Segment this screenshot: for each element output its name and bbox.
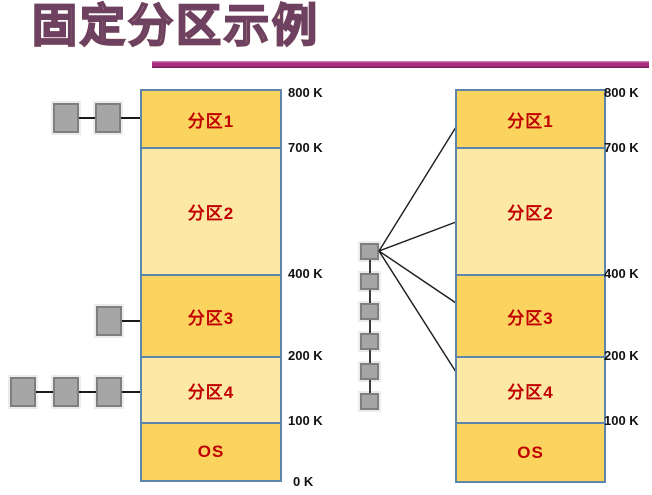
queue-assignment-line <box>378 250 457 373</box>
memory-box-left: 分区1 分区2 分区3 分区4 OS <box>140 89 282 482</box>
queue-connector-line <box>79 117 95 119</box>
job-square <box>10 377 36 407</box>
memory-address-label: 0 K <box>293 474 314 489</box>
left-partition-4: 分区4 <box>142 356 280 422</box>
queue-assignment-line <box>378 221 457 252</box>
job-square <box>360 363 379 380</box>
job-square <box>53 103 79 133</box>
job-square <box>53 377 79 407</box>
queue-connector-line <box>121 117 140 119</box>
queue-fanout-lines <box>378 126 457 373</box>
right-partition-3: 分区3 <box>457 274 604 356</box>
job-square <box>360 273 379 290</box>
job-square <box>360 243 379 260</box>
memory-box-right: 分区1 分区2 分区3 分区4 OS <box>455 89 606 483</box>
memory-address-label: 200 K <box>288 348 323 363</box>
left-partition-2: 分区2 <box>142 147 280 274</box>
queue-connector-line <box>36 391 53 393</box>
queue-connector-line <box>122 391 140 393</box>
right-partition-2: 分区2 <box>457 147 604 274</box>
job-square <box>360 303 379 320</box>
queue-connector-line <box>122 320 140 322</box>
right-partition-os: OS <box>457 422 604 481</box>
queue-chain-line <box>368 350 371 363</box>
queue-assignment-line <box>378 250 457 304</box>
memory-address-label: 700 K <box>604 140 639 155</box>
memory-address-label: 700 K <box>288 140 323 155</box>
memory-address-label: 800 K <box>604 85 639 100</box>
queue-connector-line <box>79 391 96 393</box>
memory-address-label: 800 K <box>288 85 323 100</box>
queue-chain-line <box>368 260 371 273</box>
left-partition-1: 分区1 <box>142 91 280 147</box>
job-square <box>95 103 121 133</box>
job-square <box>360 333 379 350</box>
memory-address-label: 100 K <box>604 413 639 428</box>
queue-chain-line <box>368 320 371 333</box>
memory-address-label: 400 K <box>604 266 639 281</box>
title-underline <box>152 61 649 68</box>
queue-chain-line <box>368 290 371 303</box>
page-title: 固定分区示例 <box>31 0 320 54</box>
job-square <box>96 306 122 336</box>
queue-chain-line <box>368 380 371 393</box>
left-partition-3: 分区3 <box>142 274 280 356</box>
memory-address-label: 100 K <box>288 413 323 428</box>
memory-address-label: 200 K <box>604 348 639 363</box>
right-partition-1: 分区1 <box>457 91 604 147</box>
left-partition-os: OS <box>142 422 280 480</box>
job-square <box>360 393 379 410</box>
memory-address-label: 400 K <box>288 266 323 281</box>
job-square <box>96 377 122 407</box>
right-partition-4: 分区4 <box>457 356 604 422</box>
queue-assignment-line <box>378 126 457 252</box>
